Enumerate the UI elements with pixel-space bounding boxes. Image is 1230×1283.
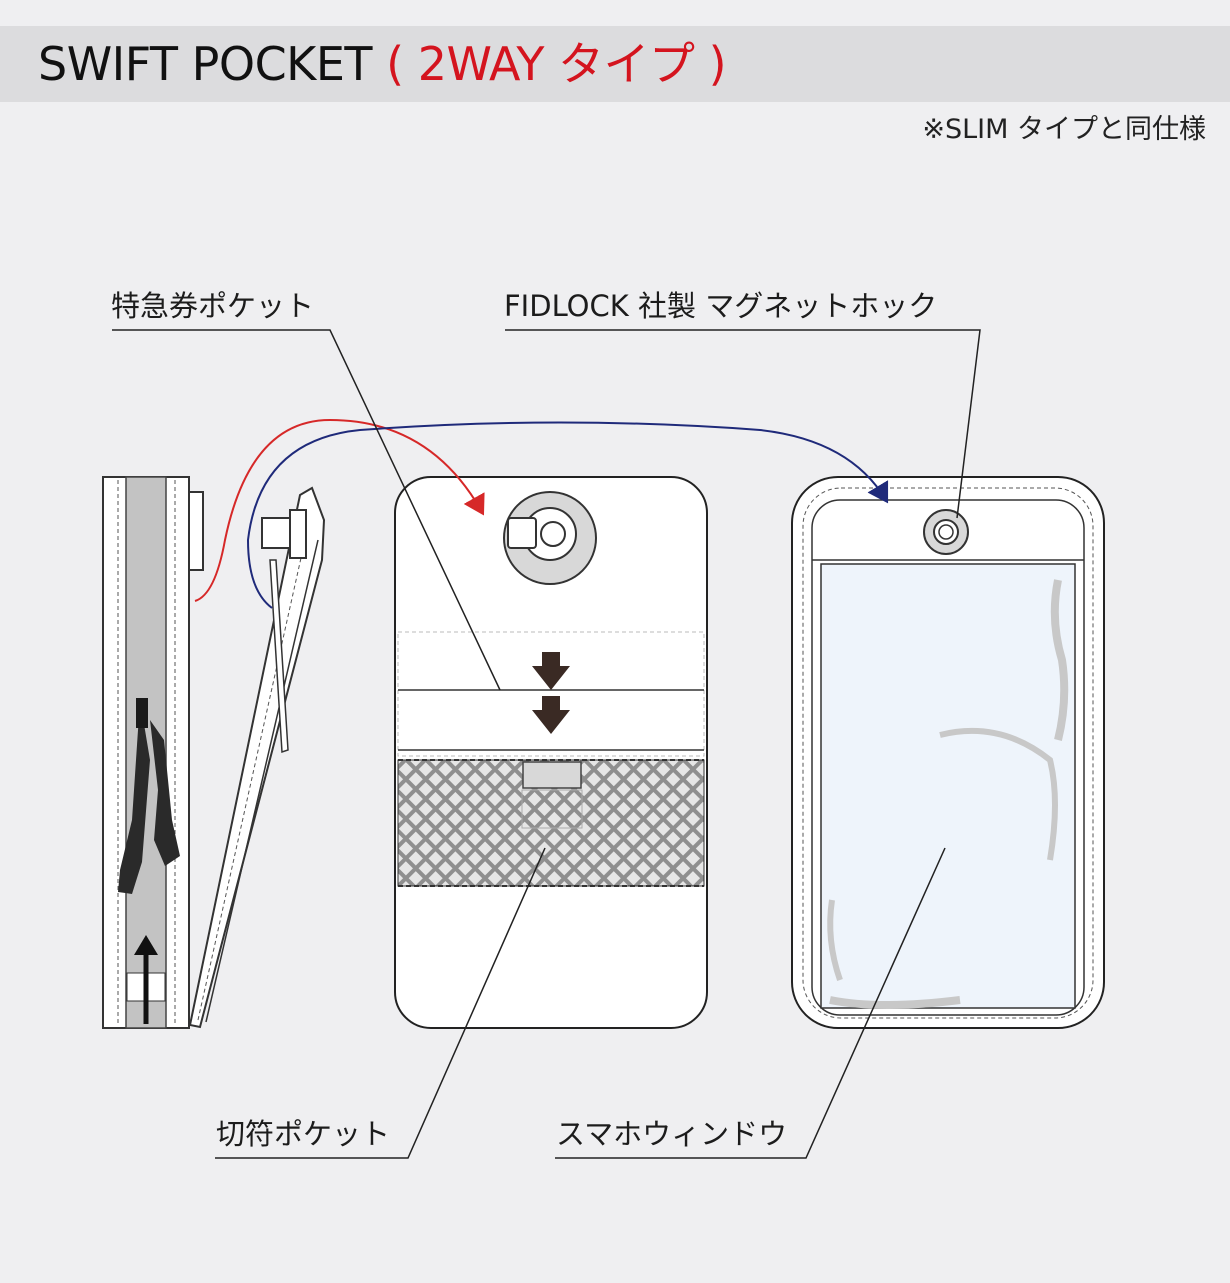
title-bar: [0, 26, 1230, 102]
leader-magnet-hook: [505, 329, 981, 519]
phone-window: [820, 563, 1076, 1009]
blue-arrow: [246, 421, 889, 609]
back-view: [791, 476, 1105, 1029]
title-main: SWIFT POCKET: [38, 37, 373, 91]
label-ticket-pocket: 特急券ポケット: [111, 289, 315, 323]
label-fare-pocket: 切符ポケット: [216, 1117, 391, 1151]
down-arrow-icon: [532, 652, 570, 690]
red-arrow: [194, 418, 485, 602]
page-title: SWIFT POCKET ( 2WAY タイプ ): [38, 34, 727, 94]
leader-ticket-pocket: [112, 329, 501, 691]
front-view: [394, 476, 708, 1029]
title-accent: ( 2WAY タイプ ): [386, 37, 727, 91]
open-flap: [188, 486, 326, 1029]
zipper-pull: [118, 700, 150, 894]
leader-fare-pocket: [215, 847, 546, 1159]
label-phone-window: スマホウィンドウ: [556, 1117, 788, 1151]
side-view: [102, 476, 204, 1029]
label-magnet-hook: FIDLOCK 社製 マグネットホック: [504, 289, 938, 323]
down-arrow-icon: [532, 696, 570, 734]
leader-phone-window: [555, 847, 946, 1159]
spec-note: ※SLIM タイプと同仕様: [922, 114, 1206, 145]
